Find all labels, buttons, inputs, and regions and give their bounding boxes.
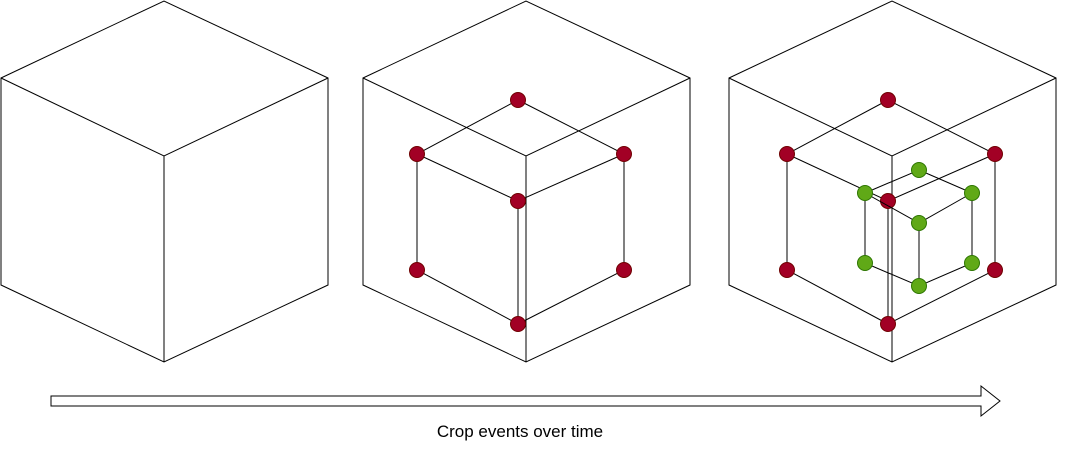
crop-1-vertex (409, 262, 425, 278)
crop-1-vertex (510, 92, 526, 108)
crop-2-vertex (857, 255, 873, 271)
crop-2-vertex (964, 185, 980, 201)
crop-1-vertex (987, 262, 1003, 278)
timeline-caption: Crop events over time (436, 422, 604, 441)
crop-box-2-vertices (857, 162, 980, 294)
crop-1-vertex (880, 193, 896, 209)
outer-cube-outline (728, 0, 1057, 363)
crop-1-vertex (510, 193, 526, 209)
crop-2-vertex (911, 278, 927, 294)
crop-2-vertex (911, 162, 927, 178)
outer-cube-outline (0, 0, 329, 363)
crop-1-vertex (987, 146, 1003, 162)
crop-1-vertex (880, 92, 896, 108)
outer-cube-front-edges (362, 77, 691, 362)
outer-cube-front-edges (0, 77, 329, 362)
crop-1-vertex (409, 146, 425, 162)
crop-2-vertex (911, 215, 927, 231)
cube-panel-crop-2 (728, 0, 1057, 363)
crop-1-vertex (616, 146, 632, 162)
crop-1-vertex (779, 262, 795, 278)
crop-1-vertex (880, 316, 896, 332)
crop-1-vertex (616, 262, 632, 278)
crop-box-1 (416, 99, 625, 325)
crop-1-vertex (510, 316, 526, 332)
crop-1-vertex (779, 146, 795, 162)
cube-panel-crop-1 (362, 0, 691, 363)
crop-2-vertex (857, 185, 873, 201)
crop-2-vertex (964, 255, 980, 271)
outer-cube-outline (362, 0, 691, 363)
timeline-arrow (50, 384, 1001, 418)
crop-box-1-vertices (409, 92, 632, 332)
crop-box-1-vertices (779, 92, 1003, 332)
cube-panel-original (0, 0, 329, 363)
crop-box-1 (786, 99, 996, 325)
